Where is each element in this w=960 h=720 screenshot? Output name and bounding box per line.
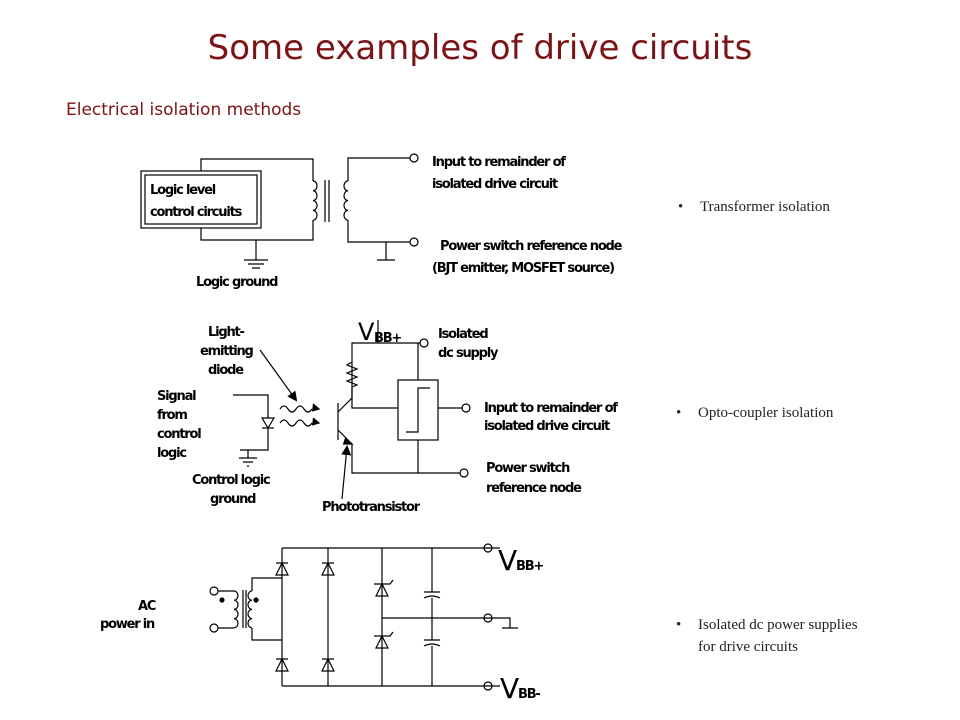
bullet-text: Transformer isolation xyxy=(700,199,830,215)
opto-output2-label-line2: reference node xyxy=(486,481,582,496)
dc-power-supply-circuit xyxy=(209,543,518,691)
signal-label-line1: Signal xyxy=(157,389,196,404)
led-label-line1: Light- xyxy=(208,325,245,340)
vbb-plus-subscript: BB+ xyxy=(516,559,543,574)
output-terminal xyxy=(409,153,419,163)
light-wave-icon xyxy=(279,419,313,427)
light-wave-icon xyxy=(279,405,313,413)
transformer-primary-coil-icon xyxy=(312,180,318,221)
supply-terminal xyxy=(419,338,429,348)
transformer-secondary-coil-icon xyxy=(343,180,349,221)
ac-input-terminal xyxy=(209,586,219,596)
opto-output1-label-line1: Input to remainder of xyxy=(484,401,618,416)
bullet-opto-coupler-isolation: • Opto-coupler isolation xyxy=(676,405,833,422)
transformer-isolation-circuit xyxy=(140,153,419,269)
zener-diode-icon xyxy=(374,579,394,597)
bullet-text-line2: for drive circuits xyxy=(698,639,798,655)
bullet-dot-icon: • xyxy=(676,405,682,421)
box-label-line2: control circuits xyxy=(150,205,243,220)
ac-transformer-secondary-icon xyxy=(247,590,253,629)
rectifier-diode-icon xyxy=(275,657,289,672)
led-label-line3: diode xyxy=(208,363,244,378)
logic-ground-label: Logic ground xyxy=(196,275,278,290)
led-label-line2: emitting xyxy=(200,344,254,359)
ground-terminal xyxy=(483,613,493,623)
zener-diode-icon xyxy=(374,631,394,649)
output1-label-line2: isolated drive circuit xyxy=(432,177,558,192)
vbb-plus-subscript: BB+ xyxy=(374,331,401,346)
vbb-plus-terminal xyxy=(483,543,493,553)
opto-labels: Light- emitting diode Signal from contro… xyxy=(157,318,620,515)
bullet-text: Isolated dc power supplies xyxy=(698,617,858,633)
ac-transformer-primary-icon xyxy=(233,590,239,629)
bullet-isolated-dc-supplies: • Isolated dc power supplies for drive ci… xyxy=(676,614,858,658)
ac-label-line1: AC xyxy=(138,599,156,614)
output1-label-line1: Input to remainder of xyxy=(432,155,566,170)
rectifier-diode-icon xyxy=(321,561,335,576)
opto-output1-label-line2: isolated drive circuit xyxy=(484,419,610,434)
signal-label-line2: from xyxy=(157,408,187,423)
logic-ground-icon xyxy=(244,240,268,269)
vbb-minus-terminal xyxy=(483,681,493,691)
ac-label-line2: power in xyxy=(100,617,155,632)
output-terminal xyxy=(461,403,471,413)
isolated-supply-label-line2: dc supply xyxy=(438,346,499,361)
bullet-dot-icon: • xyxy=(678,199,684,215)
vbb-plus-symbol: V xyxy=(498,544,517,577)
box-label-line1: Logic level xyxy=(150,183,216,198)
page-title: Some examples of drive circuits xyxy=(207,28,753,68)
rectifier-diode-icon xyxy=(275,561,289,576)
opto-output2-label-line1: Power switch xyxy=(486,461,570,476)
transformer-labels: Logic level control circuits Logic groun… xyxy=(150,155,624,290)
control-ground-label-line1: Control logic xyxy=(192,473,270,488)
vbb-minus-symbol: V xyxy=(500,672,519,705)
led-diode-icon xyxy=(260,417,276,430)
output-terminal xyxy=(459,468,469,478)
output-terminal xyxy=(409,237,419,247)
capacitor-icon xyxy=(423,548,441,686)
bullet-dot-icon: • xyxy=(676,617,682,633)
signal-label-line3: control xyxy=(157,427,201,442)
logic-control-box-inner xyxy=(144,174,258,225)
control-ground-icon xyxy=(239,450,257,467)
signal-label-line4: logic xyxy=(157,446,186,461)
resistor-icon xyxy=(345,361,398,409)
ground-node-icon xyxy=(377,242,395,261)
bullet-transformer-isolation: • Transformer isolation xyxy=(678,199,830,216)
rectifier-diode-icon xyxy=(321,657,335,672)
vbb-minus-subscript: BB- xyxy=(518,687,540,702)
control-ground-label-line2: ground xyxy=(210,492,256,507)
isolated-supply-label-line1: Isolated xyxy=(438,327,488,342)
phototransistor-label: Phototransistor xyxy=(322,500,421,515)
supply-labels: AC power in V BB+ V BB- xyxy=(100,544,545,705)
supply-ground-icon xyxy=(382,617,518,629)
bullet-text: Opto-coupler isolation xyxy=(698,405,834,421)
output2-label-line2: (BJT emitter, MOSFET source) xyxy=(432,261,614,276)
opto-coupler-circuit xyxy=(233,320,471,500)
page-subtitle: Electrical isolation methods xyxy=(66,100,302,120)
vbb-plus-symbol: V xyxy=(358,318,375,346)
output2-label-line1: Power switch reference node xyxy=(440,239,623,254)
ac-input-terminal xyxy=(209,623,219,633)
